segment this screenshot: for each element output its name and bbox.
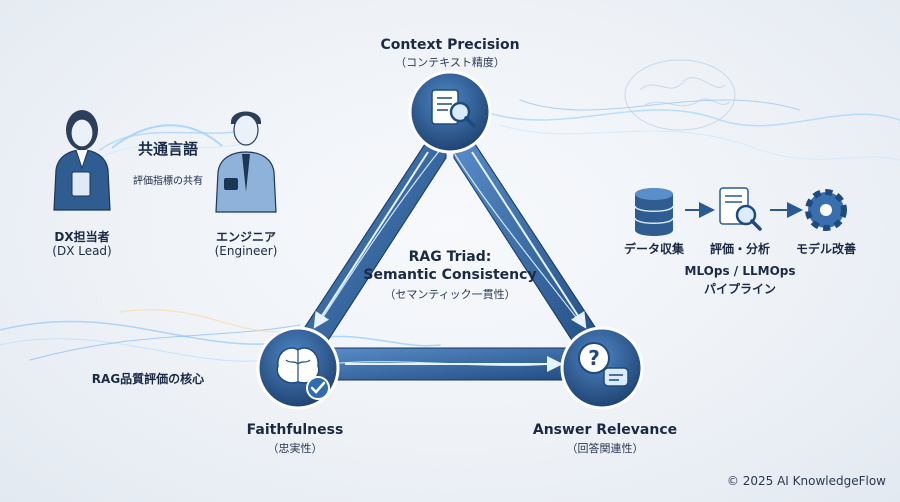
core-label: RAG品質評価の核心 [91, 372, 205, 386]
engineer-person-icon [215, 111, 277, 213]
energy-wave-right [479, 99, 900, 161]
pipeline-step-2-label: 評価・分析 [709, 242, 770, 256]
pipeline-title-line2: パイプライン [703, 282, 776, 296]
arrow-top-to-left [313, 151, 429, 329]
node-top-circle [408, 70, 492, 154]
pipeline-step-3-label: モデル改善 [795, 242, 856, 256]
center-title-line1: RAG Triad: [408, 249, 492, 265]
node-right-title: Answer Relevance [532, 422, 678, 438]
brain-check-icon [276, 347, 330, 400]
copyright: © 2025 AI KnowledgeFlow [726, 474, 886, 488]
arrow-top-to-right [471, 151, 587, 329]
database-icon [634, 188, 674, 236]
pipeline-step-1-label: データ収集 [623, 242, 684, 256]
bridge-arc [111, 124, 223, 149]
node-top-title: Context Precision [380, 37, 520, 53]
faint-brain-graphic [624, 59, 736, 131]
bridge-title: 共通言語 [137, 140, 198, 158]
node-top-subtitle: （コンテキスト精度） [395, 56, 505, 69]
pipeline-title-line1: MLOps / LLMOps [684, 264, 796, 278]
engineer-en: (Engineer) [214, 244, 278, 258]
node-left-title: Faithfulness [246, 422, 344, 438]
node-right-circle: ? [560, 326, 644, 410]
engineer-name: エンジニア [215, 230, 276, 244]
center-title-line2: Semantic Consistency [363, 267, 537, 283]
dx-lead-name: DX担当者 [54, 230, 110, 244]
document-search-icon [431, 89, 476, 128]
report-search-icon [719, 187, 762, 231]
node-left-subtitle: （忠実性） [267, 442, 323, 455]
bridge-subtitle: 評価指標の共有 [133, 176, 203, 187]
node-left-circle [256, 326, 340, 410]
gear-icon [805, 189, 847, 231]
node-right-subtitle: （回答関連性） [566, 442, 644, 455]
question-chat-icon: ? [578, 342, 629, 387]
dx-lead-person-icon [53, 110, 111, 211]
svg-text:?: ? [588, 346, 600, 370]
dx-lead-en: (DX Lead) [52, 244, 112, 258]
center-subtitle: （セマンティック一貫性） [384, 288, 516, 301]
